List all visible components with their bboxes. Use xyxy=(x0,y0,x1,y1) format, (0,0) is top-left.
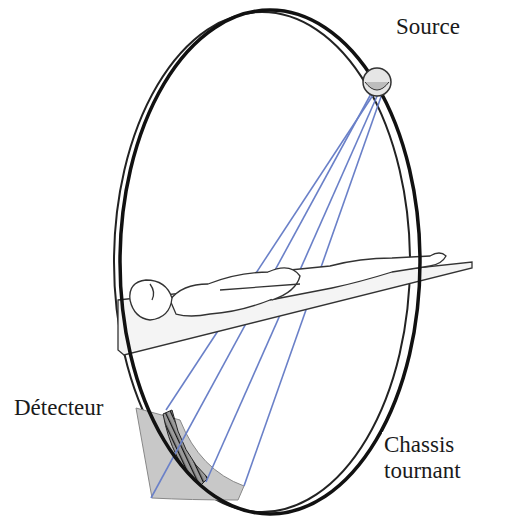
source-label: Source xyxy=(394,14,462,40)
gantry-ring xyxy=(120,10,420,514)
gantry-label: Chassis tournant xyxy=(382,432,504,485)
patient xyxy=(130,253,446,320)
x-ray-source xyxy=(363,68,391,96)
source-collimator xyxy=(365,82,389,90)
detector-label: Détecteur xyxy=(12,395,105,421)
